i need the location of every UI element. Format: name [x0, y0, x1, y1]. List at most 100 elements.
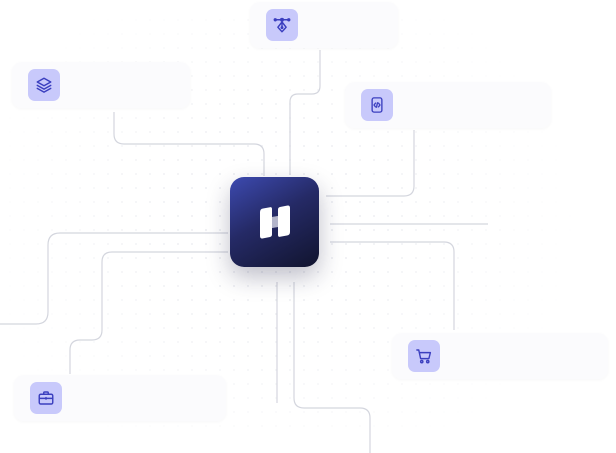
grid-dot [331, 369, 333, 371]
grid-dot [345, 159, 347, 161]
grid-dot [261, 285, 263, 287]
grid-dot [345, 75, 347, 77]
grid-dot [345, 369, 347, 371]
grid-dot [387, 243, 389, 245]
node-briefcase[interactable] [14, 375, 226, 421]
grid-dot [415, 285, 417, 287]
connector-left-edge [0, 232, 228, 325]
grid-dot [121, 369, 123, 371]
grid-dot [359, 159, 361, 161]
grid-dot [247, 411, 249, 413]
grid-dot [37, 215, 39, 217]
grid-dot [541, 201, 543, 203]
grid-dot [149, 159, 151, 161]
node-layers[interactable] [12, 62, 190, 108]
grid-dot [359, 243, 361, 245]
grid-dot [401, 229, 403, 231]
grid-dot [177, 201, 179, 203]
grid-dot [373, 285, 375, 287]
grid-dot [51, 313, 53, 315]
grid-dot [345, 215, 347, 217]
grid-dot [457, 33, 459, 35]
grid-dot [317, 411, 319, 413]
grid-dot [261, 383, 263, 385]
grid-dot [107, 313, 109, 315]
grid-dot [401, 397, 403, 399]
grid-dot [23, 271, 25, 273]
grid-dot [499, 285, 501, 287]
grid-dot [205, 201, 207, 203]
node-code[interactable] [345, 82, 551, 128]
grid-dot [373, 327, 375, 329]
grid-dot [471, 299, 473, 301]
grid-dot [359, 187, 361, 189]
grid-dot [359, 313, 361, 315]
grid-dot [135, 187, 137, 189]
grid-dot [317, 285, 319, 287]
grid-dot [205, 355, 207, 357]
grid-dot [401, 285, 403, 287]
grid-dot [79, 299, 81, 301]
grid-dot [247, 159, 249, 161]
grid-dot [261, 271, 263, 273]
grid-dot [289, 271, 291, 273]
grid-dot [527, 173, 529, 175]
grid-dot [107, 47, 109, 49]
grid-dot [415, 411, 417, 413]
grid-dot [247, 131, 249, 133]
grid-dot [177, 243, 179, 245]
grid-dot [387, 383, 389, 385]
node-design[interactable] [250, 2, 398, 48]
grid-dot [23, 229, 25, 231]
grid-dot [359, 299, 361, 301]
grid-dot [9, 187, 11, 189]
grid-dot [163, 341, 165, 343]
grid-dot [373, 131, 375, 133]
grid-dot [387, 327, 389, 329]
grid-dot [485, 201, 487, 203]
grid-dot [107, 369, 109, 371]
grid-dot [205, 159, 207, 161]
grid-dot [135, 341, 137, 343]
grid-dot [121, 33, 123, 35]
grid-dot [373, 397, 375, 399]
grid-dot [387, 173, 389, 175]
grid-dot [93, 341, 95, 343]
grid-dot [191, 271, 193, 273]
grid-dot [499, 257, 501, 259]
grid-dot [135, 215, 137, 217]
grid-dot [485, 257, 487, 259]
grid-dot [233, 285, 235, 287]
node-cart[interactable] [392, 333, 608, 379]
hub-logo-tile[interactable] [230, 177, 319, 267]
grid-dot [205, 229, 207, 231]
grid-dot [149, 285, 151, 287]
grid-dot [345, 285, 347, 287]
grid-dot [121, 243, 123, 245]
grid-dot [415, 173, 417, 175]
grid-dot [373, 215, 375, 217]
grid-dot [387, 215, 389, 217]
grid-dot [93, 257, 95, 259]
grid-dot [429, 201, 431, 203]
grid-dot [65, 299, 67, 301]
grid-dot [37, 271, 39, 273]
grid-dot [387, 341, 389, 343]
grid-dot [527, 159, 529, 161]
grid-dot [121, 313, 123, 315]
grid-dot [499, 299, 501, 301]
grid-dot [485, 75, 487, 77]
grid-dot [443, 313, 445, 315]
grid-dot [415, 187, 417, 189]
grid-dot [303, 61, 305, 63]
grid-dot [219, 215, 221, 217]
grid-dot [317, 369, 319, 371]
grid-dot [373, 271, 375, 273]
grid-dot [429, 411, 431, 413]
grid-dot [121, 299, 123, 301]
grid-dot [541, 131, 543, 133]
grid-dot [499, 131, 501, 133]
grid-dot [219, 285, 221, 287]
grid-dot [345, 341, 347, 343]
